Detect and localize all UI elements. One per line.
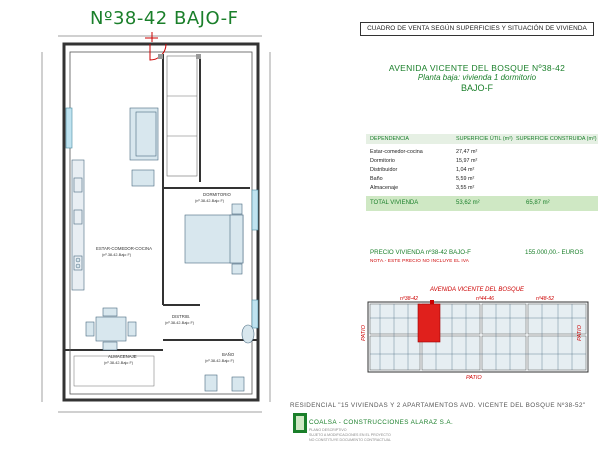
site-street-label: AVENIDA VICENTE DEL BOSQUE [430,287,525,293]
heading-subtitle: Planta baja: vivienda 1 dormitorio [417,73,537,82]
price-note: NOTA.- ESTE PRECIO NO INCLUYE EL IVA [370,258,470,263]
room-label-distrib: DISTRIB. [172,314,190,319]
room-sub-estar: (nº.38-42-Bajo F) [102,253,132,257]
row-value: 5,59 m² [456,176,475,182]
heading-unit: BAJO-F [460,83,493,93]
disclaimer-3: NO CONSTITUYE DOCUMENTO CONTRACTUAL [309,438,391,442]
disclaimer-2: SUJETO A MODIFICACIONES EN EL PROYECTO [309,433,391,437]
room-label-dormitorio: DORMITORIO [203,192,232,197]
table-header-row: DEPENDENCIA SUPERFICIE ÚTIL (m²) SUPERFI… [366,134,598,144]
room-sub-almacenaje: (nº.38-42-Bajo F) [104,361,134,365]
table-row: Estar-comedor-cocina 27,47 m² [366,148,598,157]
total-row: TOTAL VIVIENDA 53,62 m² 65,87 m² [366,196,598,211]
area-table: DEPENDENCIA SUPERFICIE ÚTIL (m²) SUPERFI… [366,134,598,211]
table-row: Baño 5,59 m² [366,175,598,184]
row-value: 3,55 m² [456,185,475,191]
table-row: Dormitorio 15,97 m² [366,157,598,166]
patio-left: PATIO [360,325,367,341]
company-name: COALSA - CONSTRUCCIONES ALARAZ S.A. [309,419,454,426]
room-sub-bano: (nº.38-42-Bajo F) [205,359,235,363]
site-label-48: nº48-52 [536,296,555,302]
room-sub-dormitorio: (nº.38-42-Bajo F) [195,199,225,203]
header-dependencia: DEPENDENCIA [370,136,409,142]
table-row: Almacenaje 3,55 m² [366,184,598,193]
room-label-almacenaje: ALMACENAJE [108,354,137,359]
project-name: RESIDENCIAL "15 VIVIENDAS Y 2 APARTAMENT… [290,402,586,409]
company-logo [293,413,307,433]
row-name: Almacenaje [370,185,399,191]
row-value: 15,97 m² [456,158,478,164]
row-name: Distribuidor [370,167,398,173]
header-util: SUPERFICIE ÚTIL (m²) [456,136,513,142]
patio-bottom: PATIO [466,375,482,381]
price-value: 155.000,00.- EUROS [525,249,584,256]
row-value: 27,47 m² [456,149,478,155]
price-label: PRECIO VIVIENDA nº38-42 BAJO-F [370,249,471,256]
row-name: Baño [370,176,383,182]
total-label: TOTAL VIVIENDA [370,200,419,206]
patio-right: PATIO [576,325,583,341]
room-label-bano: BAÑO [222,352,235,357]
room-label-estar: ESTAR-COMEDOR-COCINA [96,246,152,251]
site-label-44: nº44-46 [476,296,495,302]
row-name: Dormitorio [370,158,395,164]
header-construida: SUPERFICIE CONSTRUIDA (m²) [516,136,597,142]
total-construida: 65,87 m² [526,200,550,206]
page-title: Nº38-42 BAJO-F [90,8,239,29]
disclaimer-1: PLANO DESCRIPTIVO [309,428,347,432]
table-row: Distribuidor 1,04 m² [366,166,598,175]
site-label-38: nº38-42 [400,296,419,302]
unit-highlight [417,303,441,343]
heading-street: AVENIDA VICENTE DEL BOSQUE Nº38-42 [388,63,566,73]
total-util: 53,62 m² [456,200,480,206]
row-name: Estar-comedor-cocina [370,149,423,155]
price-line: PRECIO VIVIENDA nº38-42 BAJO-F 155.000,0… [370,249,600,256]
row-value: 1,04 m² [456,167,475,173]
floor-plan: ESTAR-COMEDOR-COCINA (nº.38-42-Bajo F) D… [41,32,271,413]
header-box: CUADRO DE VENTA SEGÚN SUPERFICIES Y SITU… [360,22,594,36]
room-sub-distrib: (nº.38-42-Bajo F) [165,321,195,325]
site-plan [367,300,589,373]
